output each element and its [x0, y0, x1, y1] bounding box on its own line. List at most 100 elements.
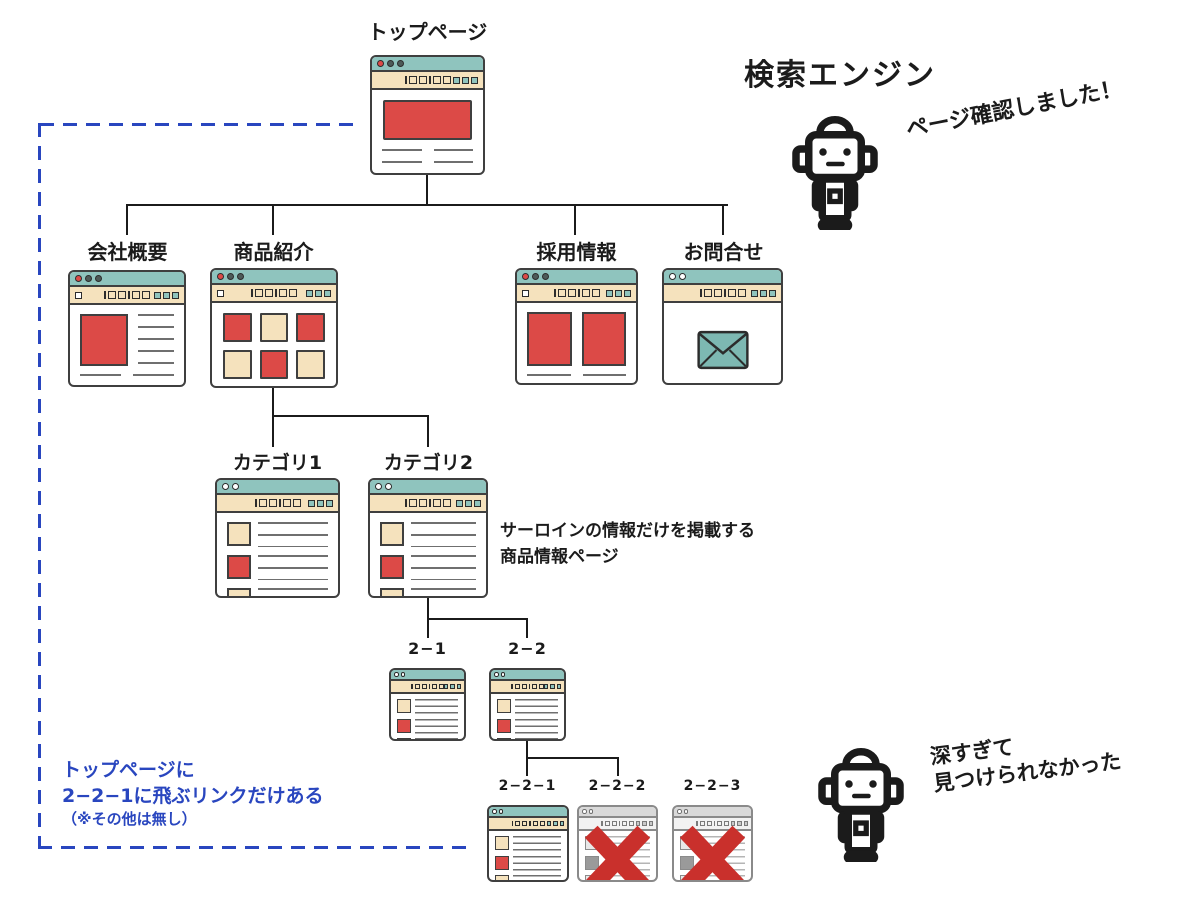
list-item [495, 855, 561, 871]
window-2-1 [389, 668, 466, 741]
list-item [497, 718, 558, 734]
grid-cell [223, 387, 252, 388]
toolbar-buttons-icon [546, 821, 564, 826]
robot-icon [818, 748, 904, 862]
toolbar-buttons-icon [308, 499, 333, 507]
connector [722, 204, 724, 235]
label-home: トップページ [367, 20, 488, 44]
connector [272, 415, 429, 417]
window-control-dots [217, 273, 224, 280]
toolbar-buttons-icon [306, 289, 331, 297]
label-about: 会社概要 [87, 240, 168, 264]
address-pattern-icon [404, 76, 451, 84]
grid-cell [260, 387, 289, 388]
toolbar-buttons-icon [443, 684, 461, 689]
list-item [380, 522, 476, 547]
window-body [372, 90, 483, 173]
toolbar-buttons-icon [635, 821, 653, 826]
image-block [80, 314, 128, 366]
grid-cell [259, 350, 289, 379]
back-button-icon [217, 289, 224, 297]
window-control-dots [677, 809, 682, 814]
connector [427, 618, 528, 620]
connector [617, 757, 619, 776]
back-button-icon [522, 289, 529, 297]
window-category1 [215, 478, 340, 598]
toolbar-buttons-icon [543, 684, 561, 689]
hero-banner [383, 100, 472, 140]
window-control-dots [75, 275, 82, 282]
label-2-2-1: 2−2−1 [498, 778, 557, 794]
robot-bottom-caption: 深すぎて 見つけられなかった [928, 734, 1123, 797]
grid-cell [223, 313, 252, 342]
list-item [227, 522, 328, 547]
label-products: 商品紹介 [233, 240, 314, 264]
grid-cell [223, 350, 252, 379]
toolbar-buttons-icon [730, 821, 748, 826]
address-pattern-icon [511, 684, 544, 689]
grid-cell [259, 313, 289, 342]
toolbar-buttons-icon [456, 499, 481, 507]
blue-link-path-left [38, 123, 41, 849]
toolbar-buttons-icon [751, 289, 776, 297]
connector [574, 204, 576, 235]
list-item [227, 588, 328, 596]
window-control-dots [522, 273, 529, 280]
address-pattern-icon [699, 289, 746, 297]
list-item [495, 836, 561, 851]
robot-icon [792, 116, 878, 230]
robot-top-caption: ページ確認しました！ [904, 76, 1125, 143]
label-2-2: 2−2 [508, 639, 547, 658]
label-2-1: 2−1 [408, 639, 447, 658]
window-category2 [368, 478, 488, 598]
list-item [397, 699, 458, 714]
toolbar-buttons-icon [453, 76, 478, 84]
product-grid [222, 312, 326, 388]
window-about [68, 270, 186, 387]
sirloin-note: サーロインの情報だけを掲載する 商品情報ページ [500, 521, 755, 568]
connector [126, 204, 728, 206]
search-engine-title: 検索エンジン [744, 58, 936, 93]
image-block [581, 312, 626, 366]
label-2-2-2: 2−2−2 [588, 778, 647, 794]
label-category2: カテゴリ2 [383, 452, 474, 474]
image-block [527, 312, 572, 366]
list-item [497, 699, 558, 714]
list-item [380, 555, 476, 580]
red-x-icon [584, 825, 651, 880]
blue-link-path-bottom [38, 846, 470, 849]
window-2-2 [489, 668, 566, 741]
address-pattern-icon [511, 821, 545, 826]
connector [272, 388, 274, 447]
window-control-dots [377, 60, 384, 67]
connector [526, 618, 528, 638]
envelope-icon [696, 330, 749, 370]
back-button-icon [75, 291, 82, 299]
window-home [370, 55, 485, 175]
toolbar-buttons-icon [154, 291, 179, 299]
label-2-2-3: 2−2−3 [683, 778, 742, 794]
list-item [397, 718, 458, 734]
window-control-dots [222, 483, 229, 490]
address-pattern-icon [411, 684, 444, 689]
grid-cell [296, 387, 325, 388]
list-item [380, 588, 476, 596]
connector [272, 204, 274, 235]
list-item [397, 738, 458, 739]
address-pattern-icon [251, 289, 297, 297]
address-pattern-icon [601, 821, 634, 826]
window-titlebar [372, 57, 483, 72]
label-contact: お問合せ [683, 240, 764, 264]
connector [126, 204, 128, 235]
connector [526, 757, 619, 759]
window-control-dots [669, 273, 676, 280]
connector [426, 175, 428, 206]
address-pattern-icon [553, 289, 600, 297]
window-2-2-3 [672, 805, 753, 882]
window-control-dots [492, 809, 497, 814]
window-products [210, 268, 338, 388]
window-control-dots [375, 483, 382, 490]
window-addressbar [372, 72, 483, 90]
address-pattern-icon [405, 499, 451, 507]
